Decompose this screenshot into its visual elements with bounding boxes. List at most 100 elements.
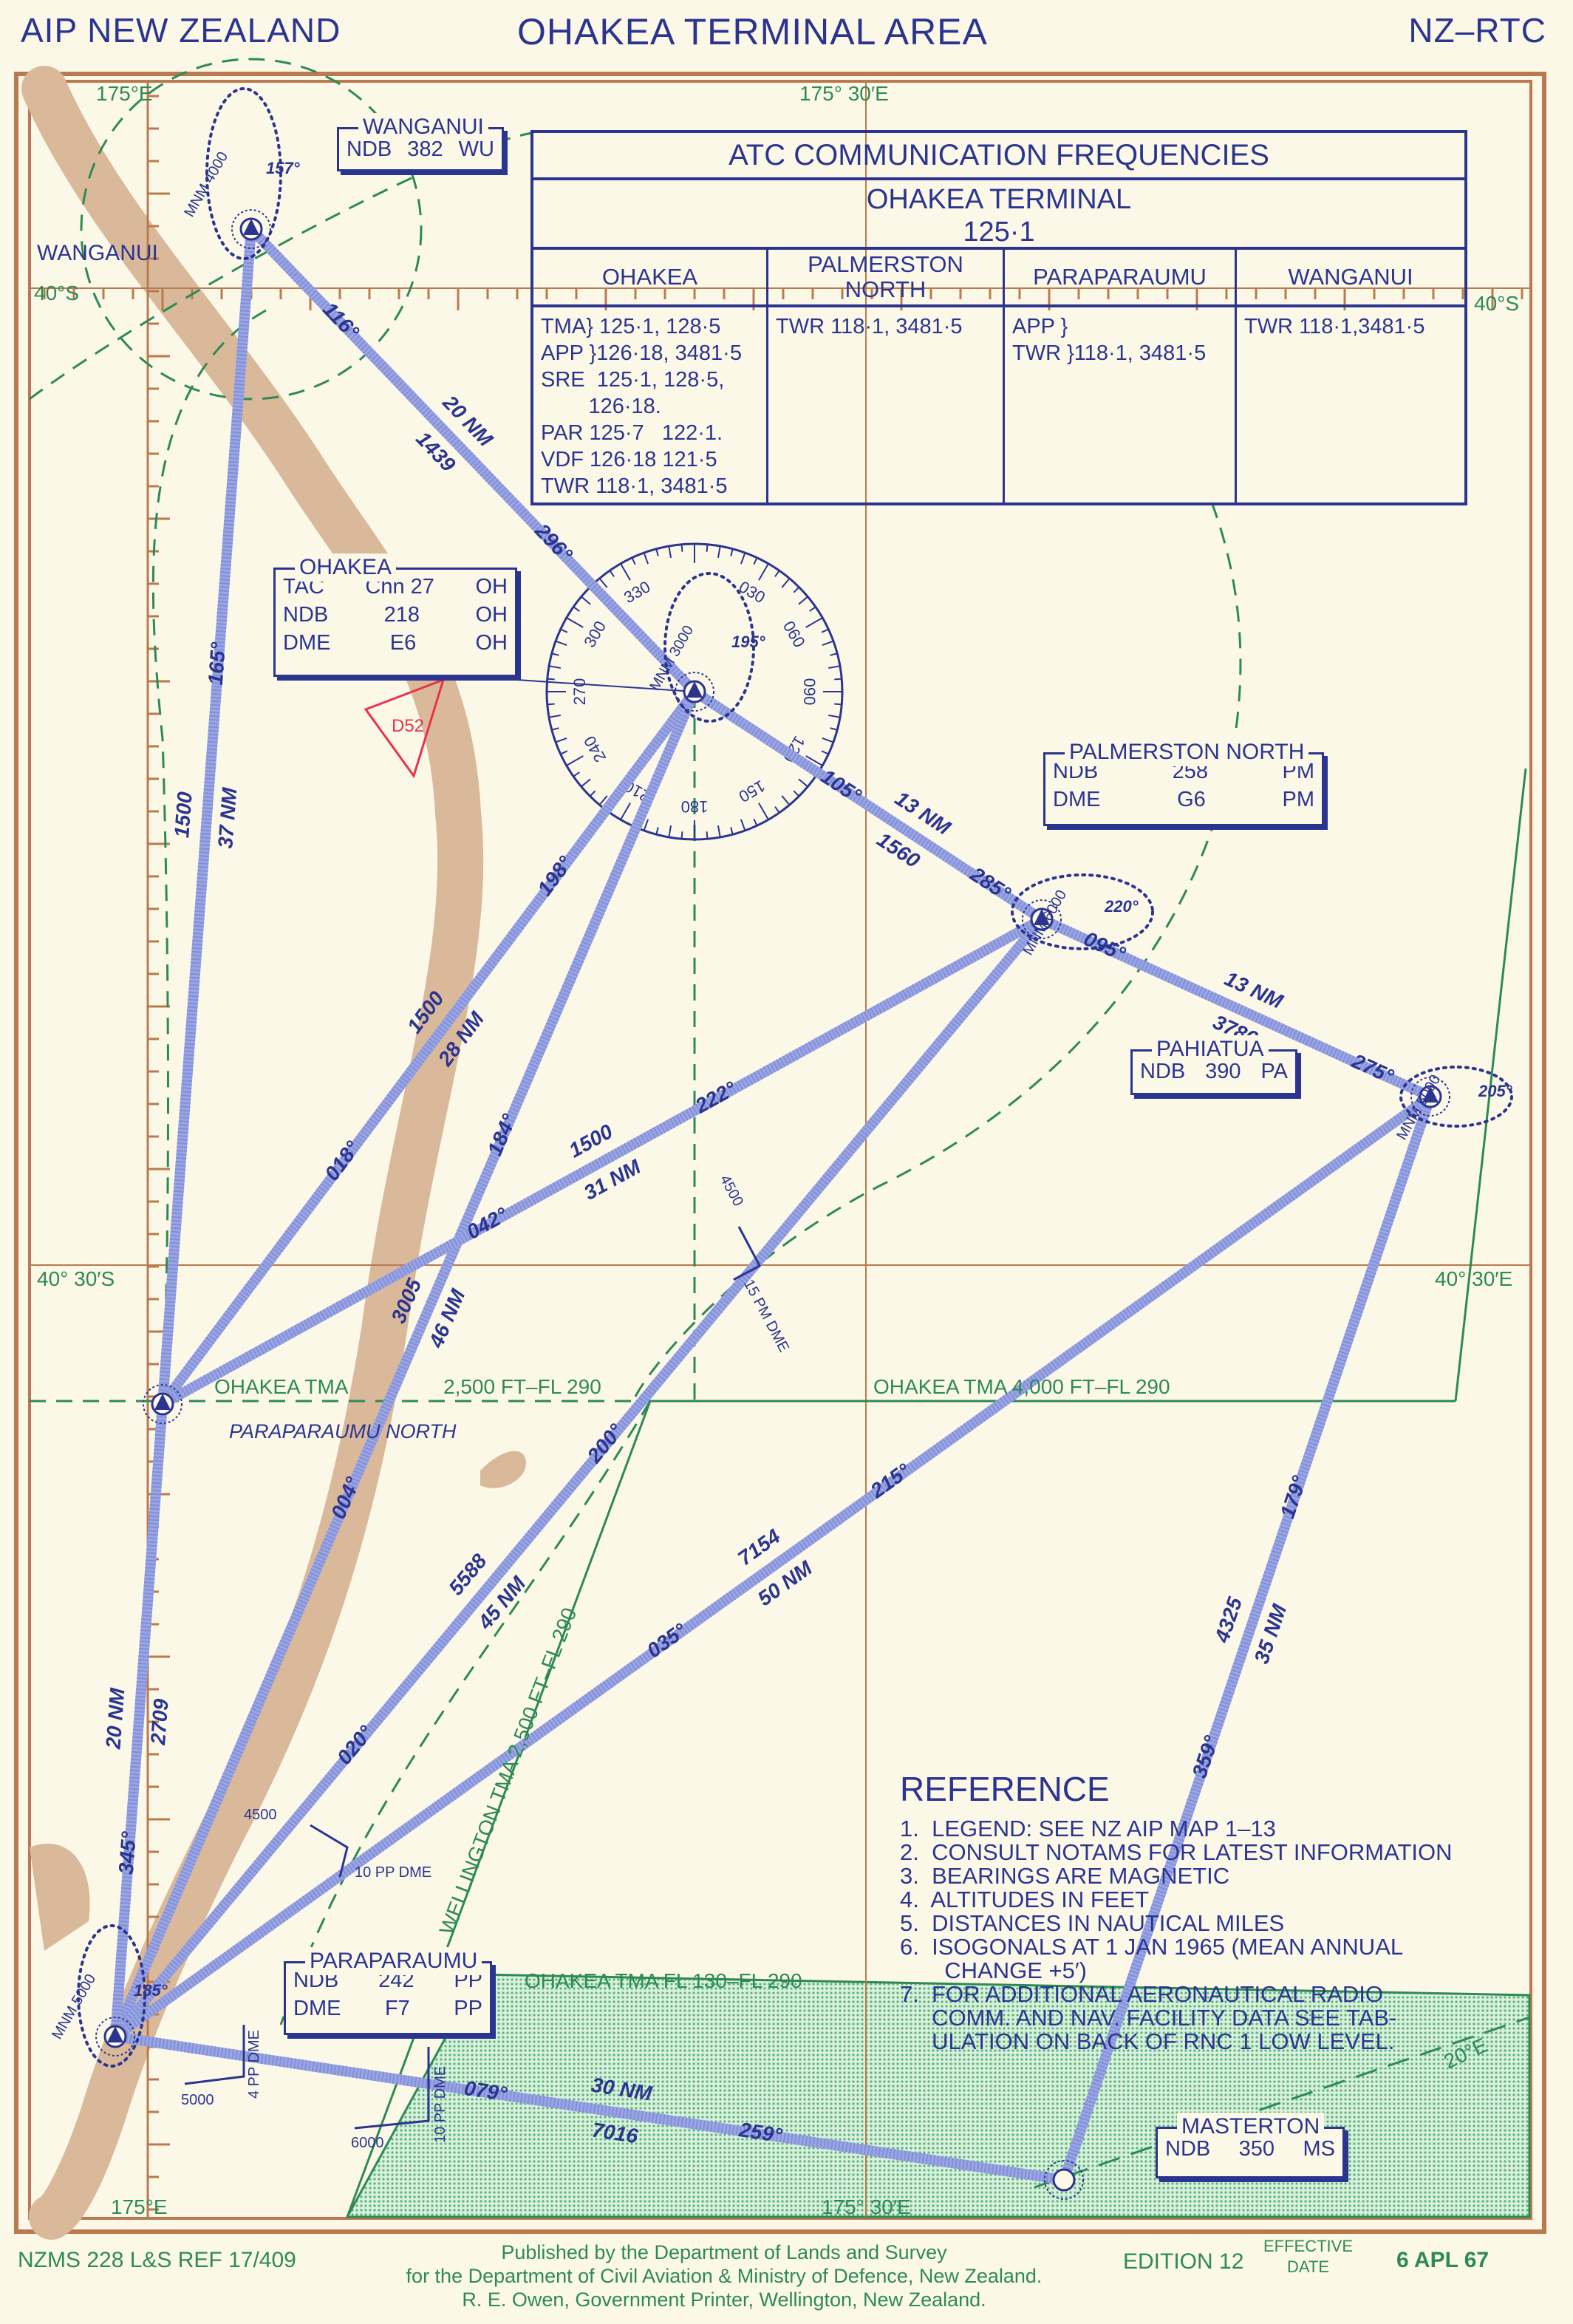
facility-cell: 382 bbox=[407, 137, 443, 161]
ndb-triangle-icon bbox=[686, 681, 703, 698]
facility-cell: OH bbox=[475, 603, 508, 627]
compass-tick bbox=[706, 831, 709, 839]
station-pa[interactable] bbox=[1410, 1077, 1450, 1117]
compass-tick bbox=[560, 750, 568, 755]
compass-tick bbox=[730, 827, 734, 835]
reference-item: 7. FOR ADDITIONAL AERONAUTICAL RADIO COM… bbox=[900, 1981, 1397, 2054]
route-line bbox=[1059, 1094, 1436, 2182]
compass-tick bbox=[643, 552, 649, 565]
ohakea-leader-line bbox=[516, 679, 695, 692]
reference-item: 4. ALTITUDES IN FEET bbox=[900, 1887, 1150, 1912]
holding-pattern bbox=[663, 572, 755, 723]
reference-item: 3. BEARINGS ARE MAGNETIC bbox=[900, 1863, 1230, 1889]
footer-edition: EDITION 12 bbox=[1123, 2249, 1244, 2274]
holding-bearing: 220° bbox=[1104, 897, 1139, 916]
compass-tick bbox=[740, 552, 746, 565]
coastline-estuary bbox=[30, 1843, 90, 1951]
restricted-area-d52 bbox=[364, 678, 446, 779]
facility-cell: NDB bbox=[283, 603, 329, 627]
grid-lon-w-top: 175°E bbox=[96, 82, 153, 105]
route-distance: 20 NM bbox=[438, 390, 498, 451]
page-title: OHAKEA TERMINAL AREA bbox=[517, 11, 988, 52]
station-o[interactable] bbox=[675, 672, 714, 712]
route-distance: 31 NM bbox=[580, 1155, 645, 1204]
route-line-stipple bbox=[114, 2031, 1065, 2185]
compass-tick bbox=[555, 640, 567, 647]
freq-col-header: OHAKEA bbox=[533, 250, 766, 307]
freq-col-header: PARAPARAUMU bbox=[1005, 250, 1235, 307]
route-line bbox=[112, 1092, 1434, 2041]
compass-tick bbox=[821, 750, 829, 755]
station-ppn[interactable] bbox=[143, 1384, 182, 1424]
reference-item: 6. ISOGONALS AT 1 JAN 1965 (MEAN ANNUAL … bbox=[900, 1934, 1404, 1983]
route-bearing-back: 359° bbox=[1187, 1732, 1223, 1781]
station-w[interactable] bbox=[231, 209, 271, 249]
grid-lat-n-right: 40°S bbox=[1474, 292, 1519, 315]
compass-tick bbox=[573, 606, 580, 612]
facility-cell: G6 bbox=[1177, 788, 1206, 811]
route-line-stipple bbox=[158, 688, 699, 1408]
facility-cell: 350 bbox=[1238, 2137, 1275, 2161]
ndb-triangle-icon bbox=[107, 2026, 123, 2042]
station-ring bbox=[231, 209, 271, 249]
compass-tick bbox=[717, 545, 721, 558]
ndb-triangle-icon bbox=[154, 1394, 171, 1410]
compass-tick bbox=[805, 755, 823, 766]
compass-tick bbox=[821, 628, 829, 633]
holding-bearing: 185° bbox=[134, 1981, 168, 2000]
freq-col-body: TWR 118·1, 3481·5 bbox=[776, 315, 963, 338]
compass-label: 270 bbox=[570, 678, 589, 706]
reference-item: 1. LEGEND: SEE NZ AIP MAP 1–13 bbox=[900, 1816, 1276, 1841]
footer-pub-line2: for the Department of Civil Aviation & M… bbox=[406, 2265, 1043, 2287]
facility-name: MASTERTON bbox=[1177, 2113, 1325, 2141]
dme-arc-label: 10 PP DME bbox=[432, 2066, 448, 2143]
compass-tick bbox=[573, 771, 580, 777]
compass-tick bbox=[828, 714, 841, 718]
compass-tick bbox=[551, 727, 559, 731]
terminal-name: OHAKEA TERMINAL bbox=[866, 184, 1132, 215]
compass-tick bbox=[566, 755, 584, 766]
station-pp[interactable] bbox=[95, 2017, 135, 2056]
compass-tick bbox=[620, 803, 631, 820]
compass-tick bbox=[828, 665, 841, 669]
reference-notes: REFERENCE 1. LEGEND: SEE NZ AIP MAP 1–13… bbox=[900, 1770, 1453, 2054]
route-altitude: 4325 bbox=[1210, 1594, 1247, 1646]
freq-col-body: TMA} 125·1, 128·5 APP }126·18, 3481·5 SR… bbox=[541, 315, 742, 498]
compass-tick bbox=[655, 827, 659, 835]
facility-cell: OH bbox=[475, 631, 508, 655]
freq-table-title: ATC COMMUNICATION FREQUENCIES bbox=[533, 133, 1464, 180]
compass-tick bbox=[547, 703, 555, 706]
station-ms[interactable] bbox=[1044, 2160, 1084, 2200]
compass-tick bbox=[758, 803, 769, 820]
dme-arc-alt: 5000 bbox=[181, 2092, 214, 2108]
holding-pahiatua: 205°MNM 5000 bbox=[1393, 1066, 1513, 1143]
station-ring bbox=[1410, 1077, 1450, 1117]
facility-cell: E6 bbox=[389, 631, 417, 655]
reference-title: REFERENCE bbox=[900, 1770, 1110, 1808]
facility-cell: MS bbox=[1303, 2137, 1336, 2161]
station-pn[interactable] bbox=[1022, 899, 1062, 939]
compass-tick bbox=[643, 819, 649, 831]
dme-arc-label: 15 PM DME bbox=[740, 1277, 792, 1355]
facility-cell: DME bbox=[1053, 788, 1101, 811]
compass-tick bbox=[781, 795, 791, 805]
dme-arc-label: 4 PP DME bbox=[246, 2030, 262, 2099]
route-bearing-out: 184° bbox=[483, 1110, 522, 1159]
route-line-stipple bbox=[111, 916, 1046, 2040]
compass-tick bbox=[830, 652, 838, 656]
